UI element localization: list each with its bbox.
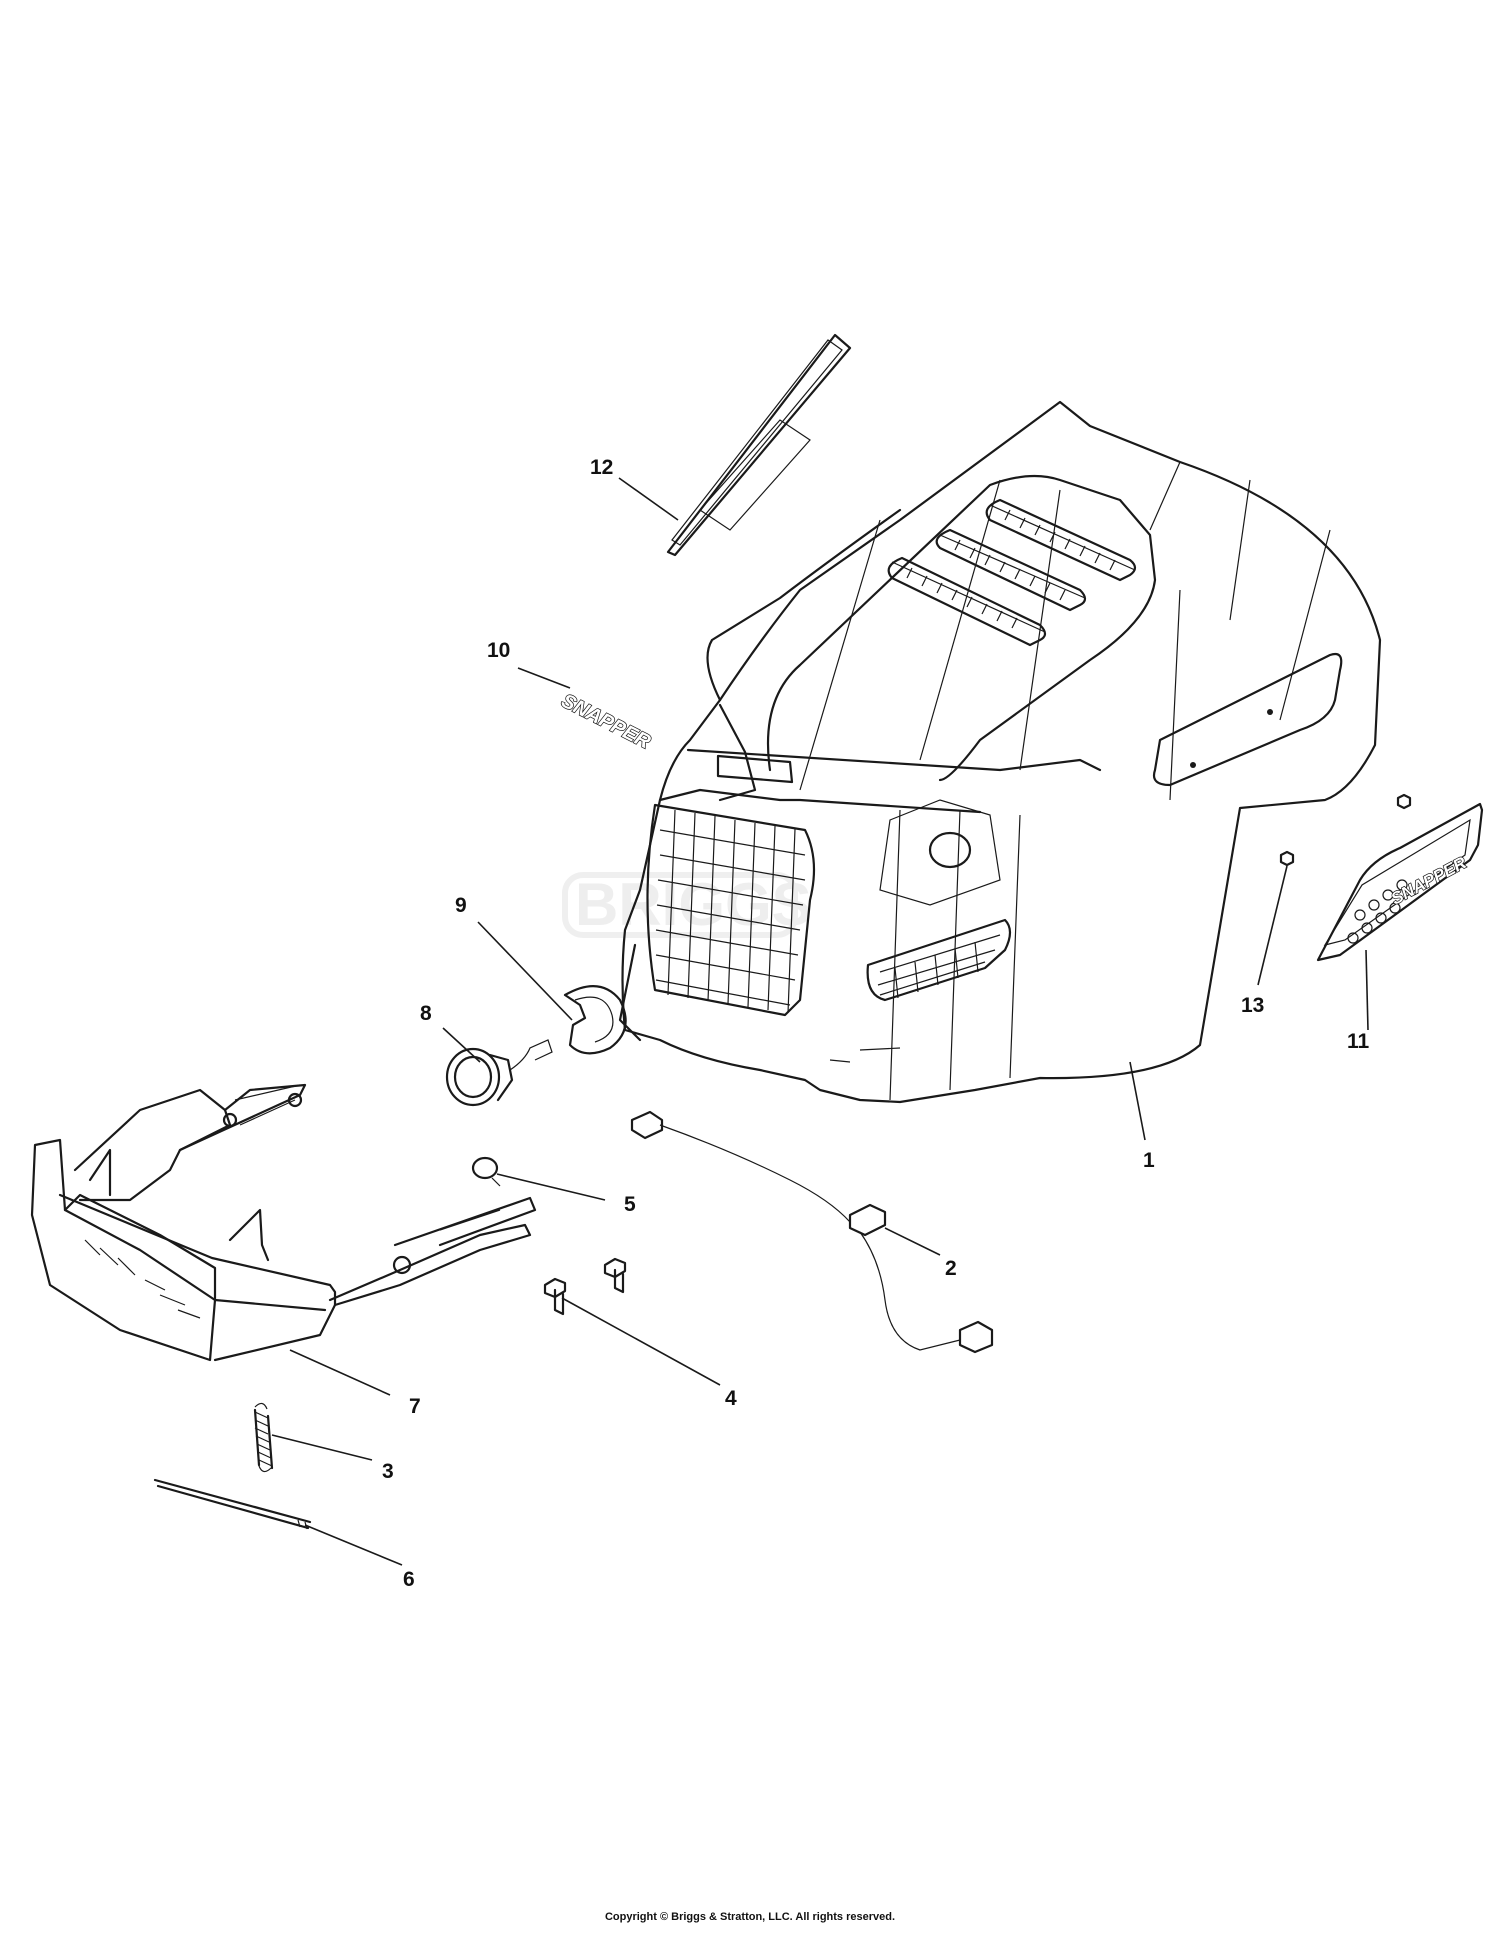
callout-11: 11: [1347, 1030, 1370, 1053]
callout-2: 2: [945, 1257, 957, 1280]
decal-part-10: SNAPPER: [557, 689, 655, 754]
rod-part-6: [153, 1478, 312, 1530]
hood-part-1: [618, 400, 1382, 1104]
nut-part-13: [1279, 793, 1412, 867]
callout-4: 4: [725, 1387, 737, 1410]
clip-part-5: [471, 1156, 501, 1187]
light-part-8: [445, 1039, 553, 1107]
callout-5: 5: [624, 1193, 636, 1216]
callout-9: 9: [455, 894, 467, 917]
bumper-part-7: [30, 1083, 537, 1362]
harness-part-2: [630, 1110, 994, 1354]
callout-1: 1: [1143, 1149, 1155, 1172]
watermark: BRIGGS: [562, 871, 812, 938]
callout-10: 10: [487, 639, 510, 662]
callout-7: 7: [409, 1395, 421, 1418]
copyright-notice: Copyright © Briggs & Stratton, LLC. All …: [604, 1911, 896, 1923]
callout-12: 12: [590, 456, 613, 479]
callout-13: 13: [1241, 994, 1264, 1017]
svg-text:BRIGGS: BRIGGS: [575, 871, 812, 938]
callout-numbers: 1 2 3 4 5 6 7 8 9 10 11 12 13: [382, 456, 1370, 1591]
svg-text:SNAPPER: SNAPPER: [558, 690, 655, 754]
leader-lines: [271, 477, 1369, 1566]
decal-part-12: [666, 333, 852, 557]
callout-6: 6: [403, 1568, 415, 1591]
callout-8: 8: [420, 1002, 432, 1025]
bolt-part-4: [543, 1257, 627, 1316]
light-bracket-part-9: [563, 985, 627, 1055]
spring-part-3: [253, 1402, 274, 1473]
emblem-part-11: SNAPPER: [1316, 802, 1484, 962]
callout-3: 3: [382, 1460, 394, 1483]
